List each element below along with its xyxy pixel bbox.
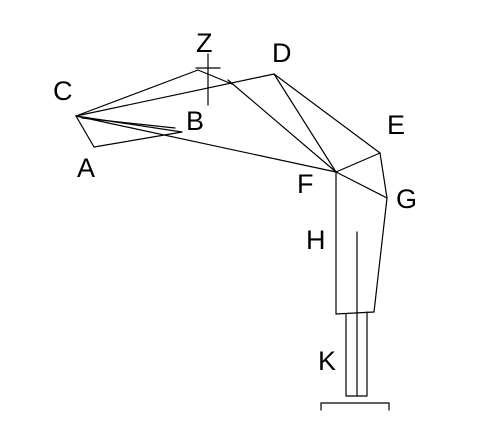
label-e: E bbox=[387, 110, 405, 140]
inner-rod bbox=[345, 311, 368, 397]
label-a: A bbox=[77, 153, 95, 183]
upper-frame bbox=[75, 69, 388, 199]
label-h: H bbox=[306, 225, 326, 255]
label-f: F bbox=[297, 169, 314, 199]
label-k: K bbox=[318, 346, 336, 376]
z-axis-marker bbox=[195, 53, 221, 106]
label-c: C bbox=[53, 76, 73, 106]
label-d: D bbox=[272, 38, 292, 68]
label-z: Z bbox=[196, 28, 213, 58]
outer-cylinder bbox=[335, 171, 388, 315]
ground-base bbox=[320, 402, 390, 411]
label-b: B bbox=[186, 106, 204, 136]
label-g: G bbox=[396, 184, 417, 214]
